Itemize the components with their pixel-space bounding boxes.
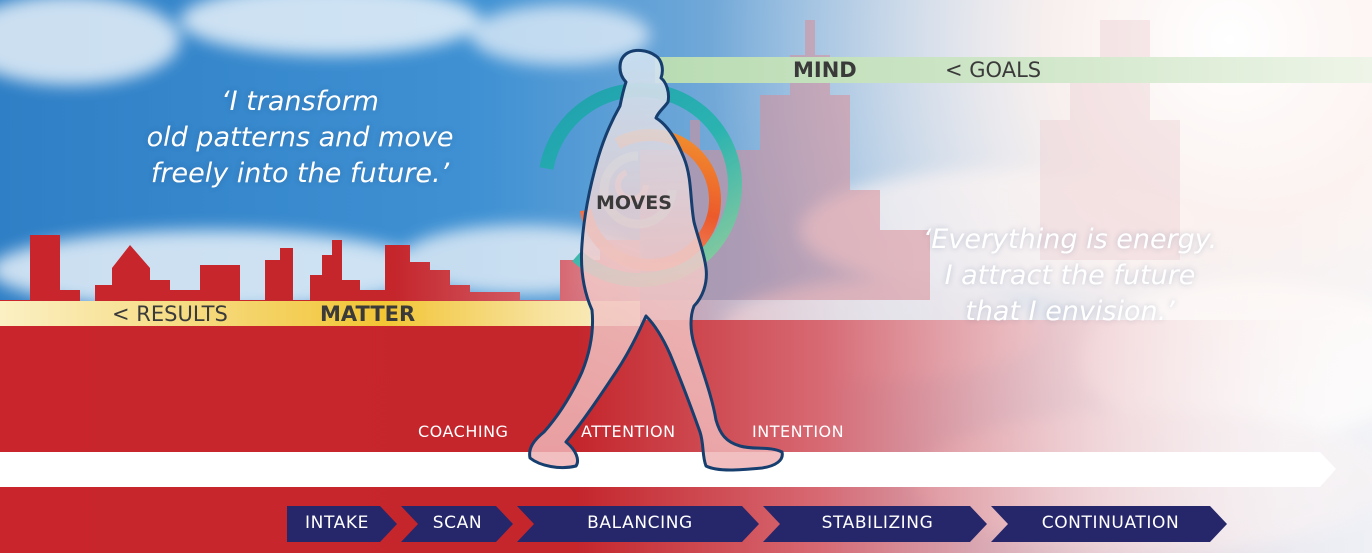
results-label: < RESULTS bbox=[112, 302, 228, 326]
quote-right-line-1: ‘Everything is energy. bbox=[922, 224, 1218, 255]
step-stabilizing-chevron bbox=[763, 506, 987, 542]
quote-left: ‘I transform old patterns and move freel… bbox=[100, 84, 500, 192]
step-scan-chevron bbox=[401, 506, 513, 542]
stage-attention: ATTENTION bbox=[581, 422, 676, 441]
step-balancing-chevron bbox=[517, 506, 759, 542]
mind-label: MIND bbox=[793, 58, 857, 82]
quote-right-line-2: I attract the future bbox=[944, 260, 1196, 291]
matter-label: MATTER bbox=[320, 302, 416, 326]
step-balancing: BALANCING bbox=[587, 513, 693, 533]
quote-left-line-3: freely into the future.’ bbox=[150, 158, 450, 189]
quote-left-line-1: ‘I transform bbox=[221, 86, 379, 117]
mind-band bbox=[655, 57, 1372, 83]
stage-coaching: COACHING bbox=[418, 422, 509, 441]
step-stabilizing: STABILIZING bbox=[821, 513, 934, 533]
stage-intention: INTENTION bbox=[752, 422, 845, 441]
timeline-arrow bbox=[0, 452, 1336, 487]
quote-right-line-3: that I envision.’ bbox=[965, 296, 1175, 327]
matter-band bbox=[0, 301, 640, 326]
step-intake: INTAKE bbox=[305, 513, 369, 533]
quote-left-line-2: old patterns and move bbox=[146, 122, 454, 153]
quote-right: ‘Everything is energy. I attract the fut… bbox=[860, 222, 1280, 330]
moves-label: MOVES bbox=[596, 192, 672, 214]
step-scan: SCAN bbox=[432, 513, 483, 533]
goals-label: < GOALS bbox=[945, 58, 1042, 82]
walker-figure bbox=[528, 48, 784, 472]
city-skyline-left bbox=[0, 235, 940, 320]
step-continuation: CONTINUATION bbox=[1041, 513, 1180, 533]
step-intake-chevron bbox=[287, 506, 397, 542]
step-continuation-chevron bbox=[991, 506, 1227, 542]
